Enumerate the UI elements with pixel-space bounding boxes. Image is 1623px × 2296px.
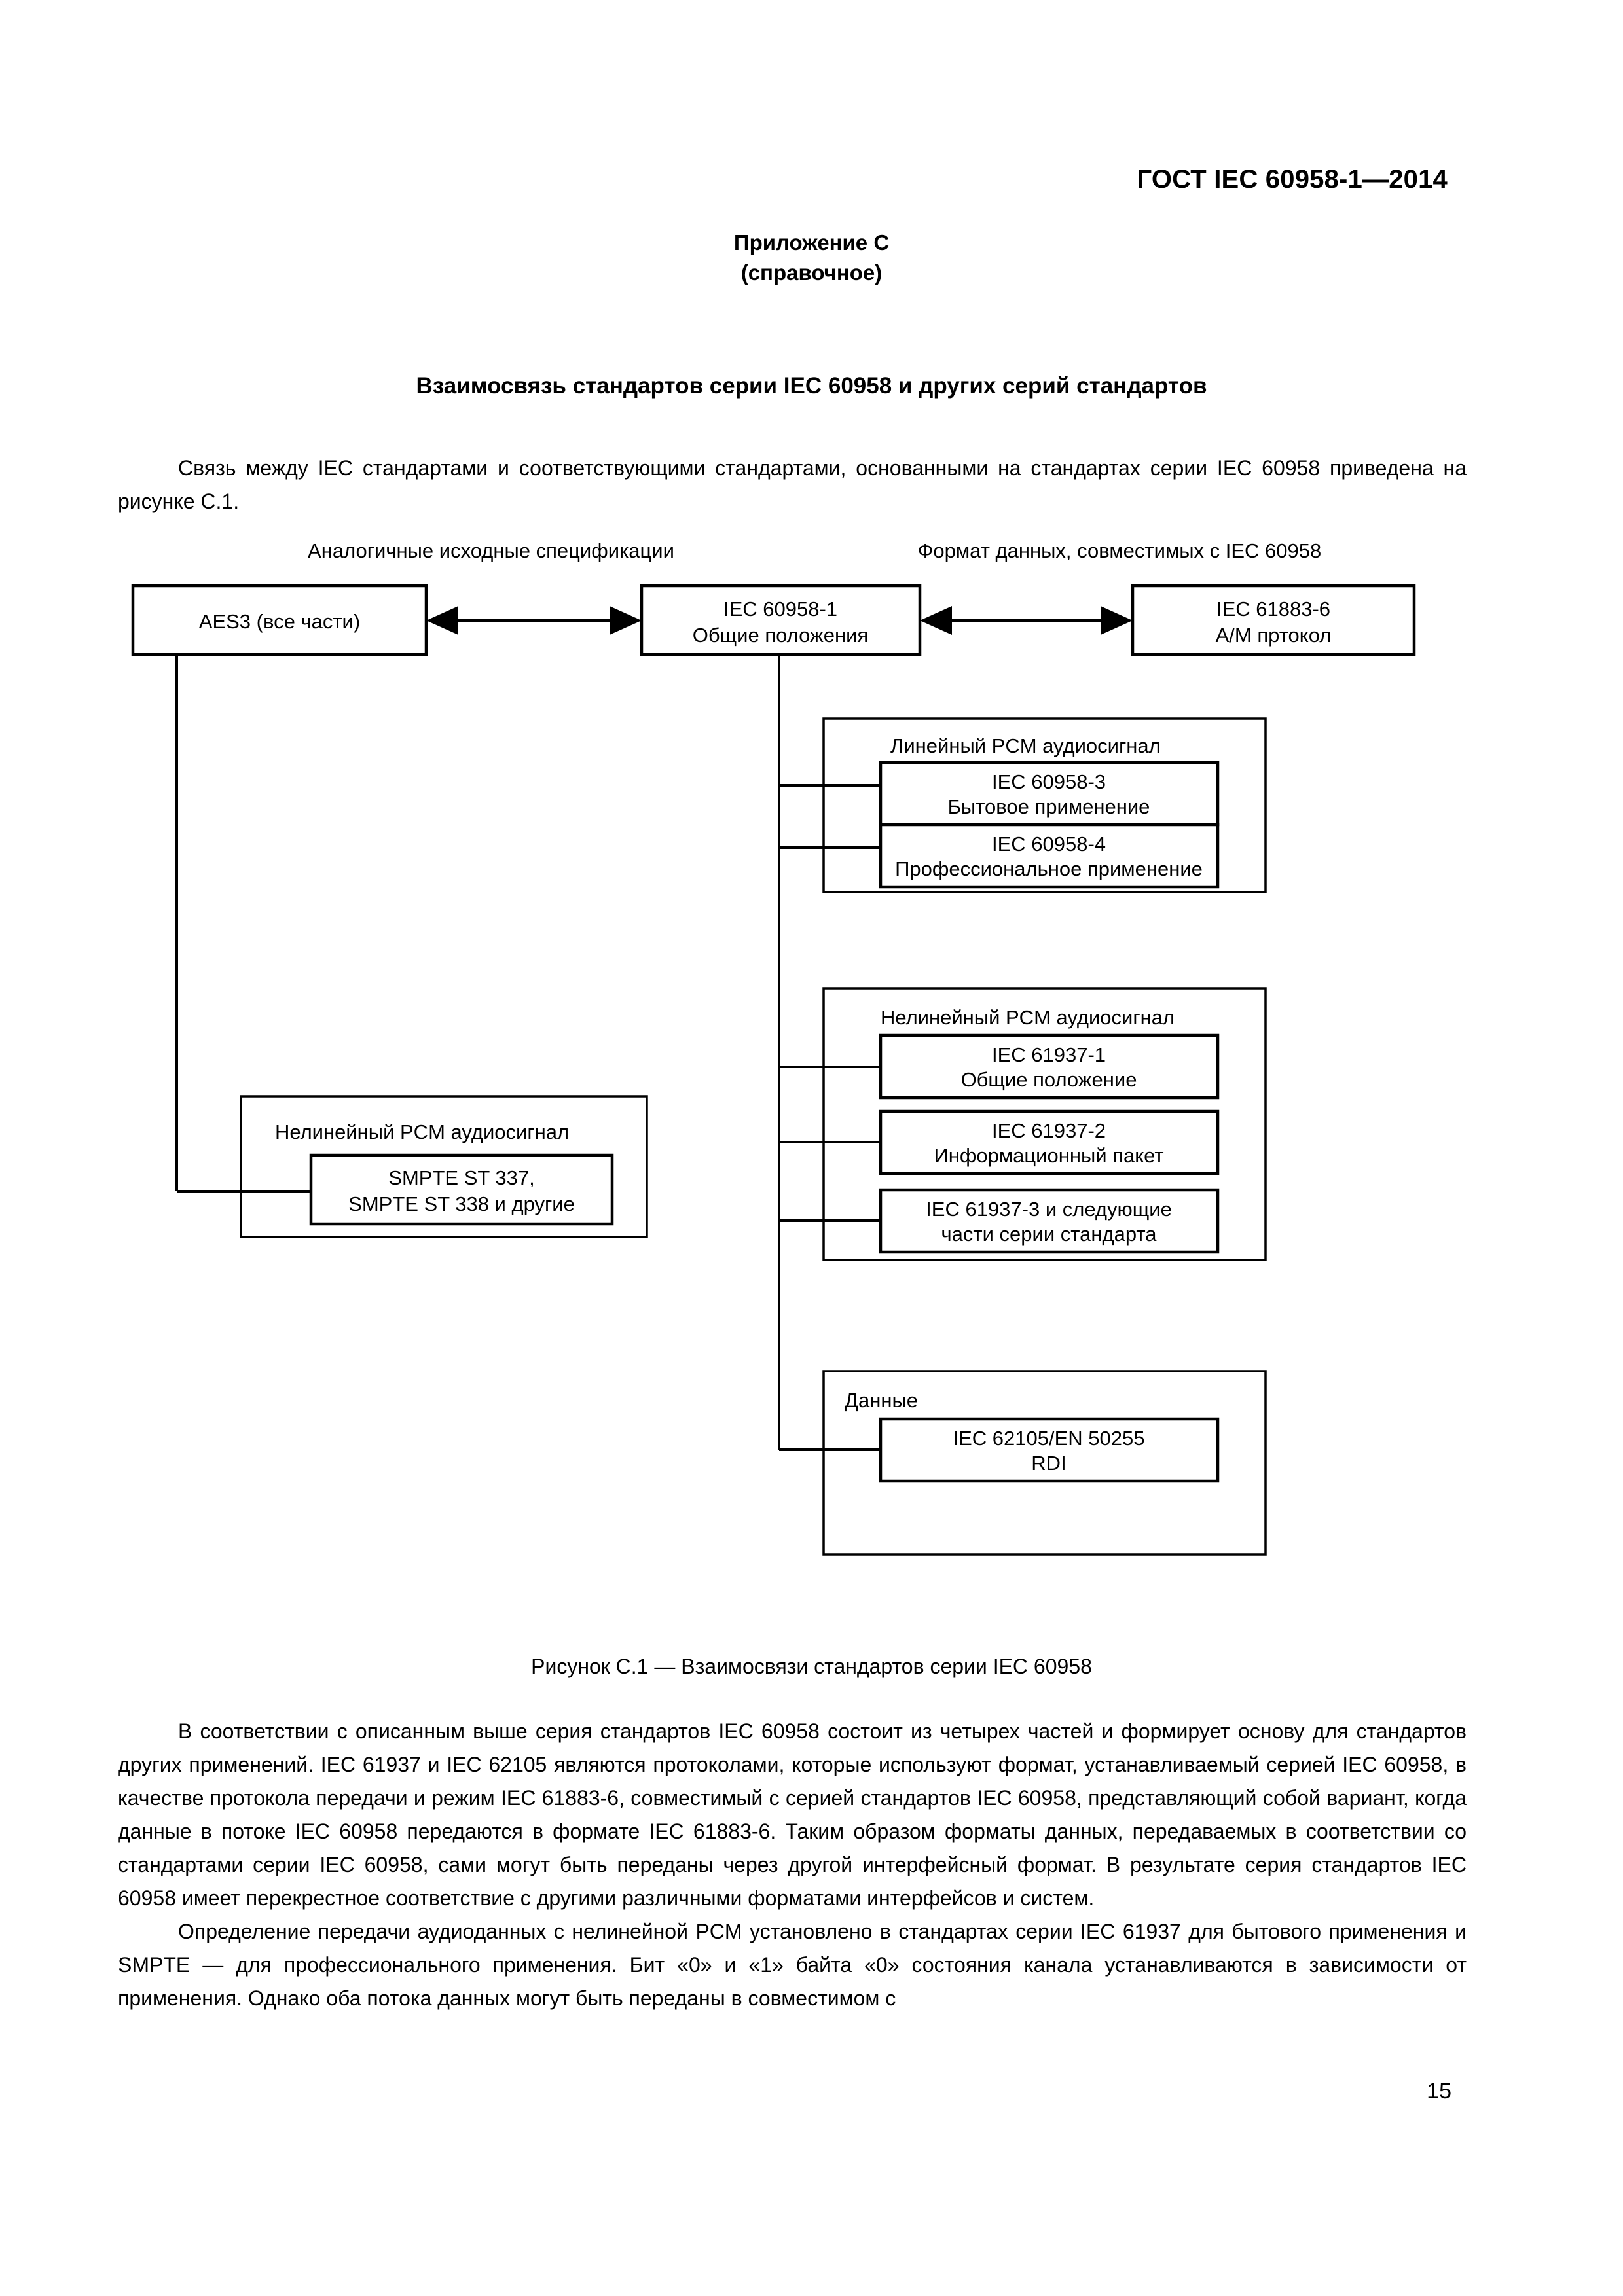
- connector-aes3-branch: [175, 655, 311, 1193]
- figure-caption: Рисунок С.1 — Взаимосвязи стандартов сер…: [531, 1655, 1092, 1678]
- box-iec62105-line1: IEC 62105/EN 50255: [953, 1427, 1145, 1450]
- box-iec61937-3-line2: части серии стандарта: [941, 1223, 1158, 1246]
- arrow-aes3-to-60958-1: [426, 606, 642, 635]
- box-iec61937-3-line1: IEC 61937-3 и следующие: [926, 1198, 1172, 1221]
- box-iec62105: [879, 1417, 1220, 1483]
- body-paragraph-2: Определение передачи аудиоданных с нелин…: [118, 1920, 1467, 2010]
- box-iec61883-6: [1131, 584, 1416, 656]
- annex-subtitle: (справочное): [740, 260, 883, 285]
- box-iec60958-4-line1: IEC 60958-4: [992, 833, 1106, 855]
- box-iec60958-3: [879, 761, 1220, 827]
- document-header-id: ГОСТ IEC 60958-1—2014: [1137, 165, 1448, 194]
- box-iec61883-6-line2: A/M пртокол: [1216, 624, 1332, 647]
- group-nonlinear-pcm-right-title: Нелинейный PCM аудиосигнал: [881, 1006, 1175, 1029]
- box-iec60958-3-line2: Бытовое применение: [948, 795, 1150, 818]
- box-aes3-label: AES3 (все части): [199, 610, 360, 633]
- group-nonlinear-pcm-right: [822, 987, 1267, 1261]
- box-smpte-line2: SMPTE ST 338 и другие: [348, 1193, 575, 1215]
- diagram-top-label-right: Формат данных, совместимых с IEC 60958: [918, 539, 1321, 562]
- group-data: [822, 1370, 1267, 1556]
- group-linear-pcm-title: Линейный PCM аудиосигнал: [890, 734, 1161, 757]
- annex-heading: Приложение С (справочное): [0, 228, 1623, 288]
- box-iec61937-2: [879, 1109, 1220, 1175]
- body-paragraph-1: В соответствии с описанным выше серия ст…: [118, 1719, 1467, 1910]
- group-linear-pcm: [822, 717, 1267, 893]
- box-iec61937-1-line1: IEC 61937-1: [992, 1043, 1106, 1066]
- connector-60958-1-trunk: [778, 655, 881, 1451]
- box-iec60958-3-line1: IEC 60958-3: [992, 770, 1106, 793]
- box-iec61937-1-line2: Общие положение: [961, 1068, 1137, 1091]
- box-iec60958-4: [879, 823, 1220, 889]
- section-title: Взаимосвязь стандартов серии IEC 60958 и…: [416, 373, 1207, 399]
- box-iec60958-1-line2: Общие положения: [693, 624, 868, 647]
- box-iec61937-1: [879, 1033, 1220, 1100]
- annex-title: Приложение С: [733, 230, 890, 255]
- group-nonlinear-pcm-left: [240, 1095, 648, 1238]
- intro-paragraph-text: Связь между IEC стандартами и соответств…: [118, 456, 1467, 513]
- body-paragraphs: В соответствии с описанным выше серия ст…: [118, 1715, 1467, 2015]
- page-number: 15: [1427, 2079, 1451, 2104]
- intro-paragraph: Связь между IEC стандартами и соответств…: [118, 452, 1467, 518]
- box-smpte: [309, 1153, 614, 1226]
- box-iec61937-2-line1: IEC 61937-2: [992, 1119, 1106, 1142]
- group-nonlinear-pcm-left-title: Нелинейный PCM аудиосигнал: [275, 1121, 569, 1143]
- group-data-title: Данные: [845, 1389, 918, 1412]
- box-iec61937-2-line2: Информационный пакет: [934, 1144, 1163, 1167]
- figure-c1-diagram: Аналогичные исходные спецификации Формат…: [0, 537, 1623, 1623]
- arrow-60958-1-to-61883-6: [920, 606, 1133, 635]
- diagram-top-label-left: Аналогичные исходные спецификации: [308, 539, 674, 562]
- box-iec61883-6-line1: IEC 61883-6: [1216, 598, 1330, 620]
- box-iec60958-4-line2: Профессиональное применение: [895, 857, 1203, 880]
- box-iec62105-line2: RDI: [1031, 1452, 1066, 1475]
- box-iec60958-1: [640, 584, 922, 656]
- box-iec61937-3: [879, 1188, 1220, 1254]
- box-aes3: [131, 584, 428, 656]
- box-iec60958-1-line1: IEC 60958-1: [723, 598, 837, 620]
- box-smpte-line1: SMPTE ST 337,: [388, 1166, 534, 1189]
